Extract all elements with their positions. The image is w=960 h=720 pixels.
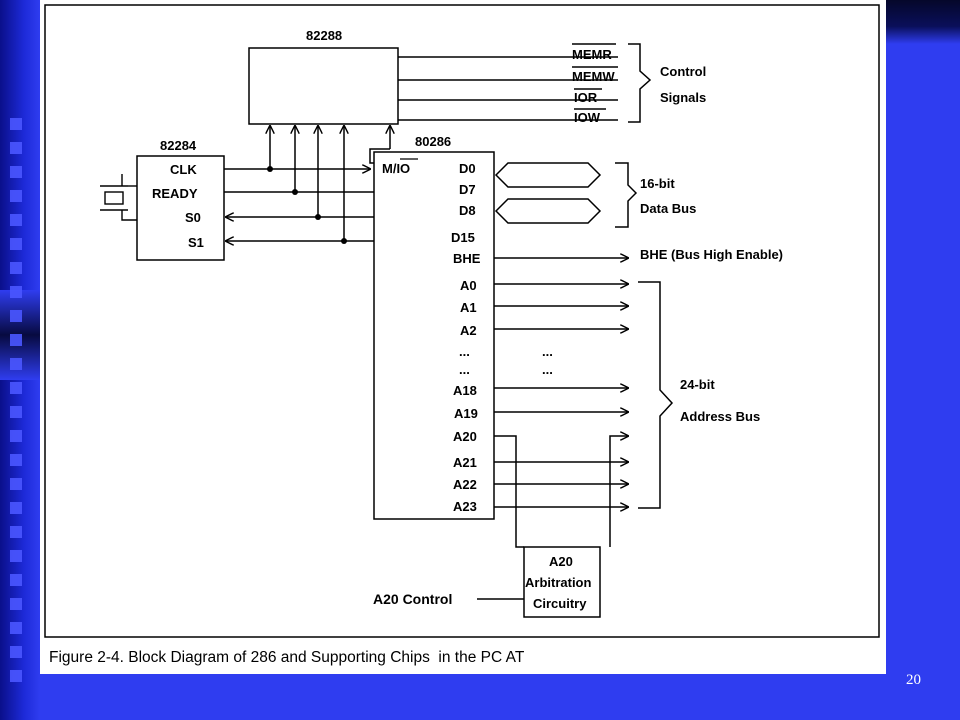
a20-control-label: A20 Control [373,591,452,607]
pin-clk: CLK [170,162,197,177]
data-bus-label-line1: 16-bit [640,176,675,191]
a20-box-line2: Arbitration [525,575,592,590]
pin-ellipsis-1: ... [459,344,470,359]
decor-square [10,166,22,178]
chip-82284-label: 82284 [160,138,197,153]
decor-square [10,550,22,562]
decor-square [10,646,22,658]
address-bus-bracket [638,281,674,509]
decor-square [10,502,22,514]
control-signal-labels: MEMR MEMW IOR IOW [572,43,618,125]
pin-a2: A2 [460,323,477,338]
figure-caption: Figure 2-4. Block Diagram of 286 and Sup… [49,649,525,666]
address-bus-lines [494,284,628,548]
decor-square [10,190,22,202]
decor-square [10,310,22,322]
pin-ready: READY [152,186,198,201]
data-bus-arrows [494,162,602,224]
chip-80286-label: 80286 [415,134,451,149]
pin-d7: D7 [459,182,476,197]
figure-page: 82288 MEMR MEMW IOR IOW Control Signals … [40,0,886,674]
pin-a1: A1 [460,300,477,315]
address-bus-label-line1: 24-bit [680,377,715,392]
chip-82288-label: 82288 [306,28,342,43]
pin-a19: A19 [454,406,478,421]
figure-frame [44,4,880,638]
pin-a20: A20 [453,429,477,444]
decor-square [10,598,22,610]
bus-controller-inputs [270,126,390,241]
decor-square [10,214,22,226]
chip-82288: 82288 [248,28,399,125]
decor-square [10,262,22,274]
pin-a22: A22 [453,477,477,492]
decor-square [10,142,22,154]
pin-d15: D15 [451,230,475,245]
data-bus-bracket [615,162,638,228]
pin-a0: A0 [460,278,477,293]
decor-square [10,238,22,250]
control-label-line2: Signals [660,90,706,105]
decor-square [10,670,22,682]
data-bus-label-line2: Data Bus [640,201,696,216]
control-label-line1: Control [660,64,706,79]
pin-bhe: BHE [453,251,481,266]
slide-top-right-gradient [886,0,960,44]
decor-square [10,454,22,466]
pin-s1: S1 [188,235,204,250]
decor-square [10,286,22,298]
crystal-icon [100,174,137,221]
decor-square [10,382,22,394]
signal-ior: IOR [574,90,598,105]
pin-a18: A18 [453,383,477,398]
chip-80286: 80286 M/IO D0 D7 D8 D15 BHE A0 A1 A2 ...… [373,134,495,520]
decor-square [10,430,22,442]
bhe-label: BHE (Bus High Enable) [640,247,783,262]
address-ellipsis-2: ... [542,362,553,377]
decor-square [10,118,22,130]
address-ellipsis-1: ... [542,344,553,359]
decor-square [10,622,22,634]
signal-iow: IOW [574,110,601,125]
decor-square [10,406,22,418]
signal-memr: MEMR [572,47,612,62]
pin-d8: D8 [459,203,476,218]
pin-a21: A21 [453,455,477,470]
clock-connections [224,169,374,241]
pin-ellipsis-2: ... [459,362,470,377]
block-diagram: 82288 MEMR MEMW IOR IOW Control Signals … [44,4,880,666]
pin-d0: D0 [459,161,476,176]
a20-box-line1: A20 [549,554,573,569]
pin-s0: S0 [185,210,201,225]
chip-82284: 82284 CLK READY S0 S1 [136,138,225,261]
decor-square [10,334,22,346]
a20-box-line3: Circuitry [533,596,587,611]
decor-square [10,526,22,538]
control-signals-bracket [628,43,652,123]
junction-dots [267,166,347,244]
pin-a23: A23 [453,499,477,514]
signal-memw: MEMW [572,69,615,84]
page-number: 20 [906,672,921,688]
decor-square [10,574,22,586]
address-bus-label-line2: Address Bus [680,409,760,424]
control-signal-lines [398,56,618,121]
pin-mio: M/IO [382,161,410,176]
decor-square [10,478,22,490]
a20-arbitration-box: A20 Arbitration Circuitry [523,546,601,618]
decor-square [10,358,22,370]
